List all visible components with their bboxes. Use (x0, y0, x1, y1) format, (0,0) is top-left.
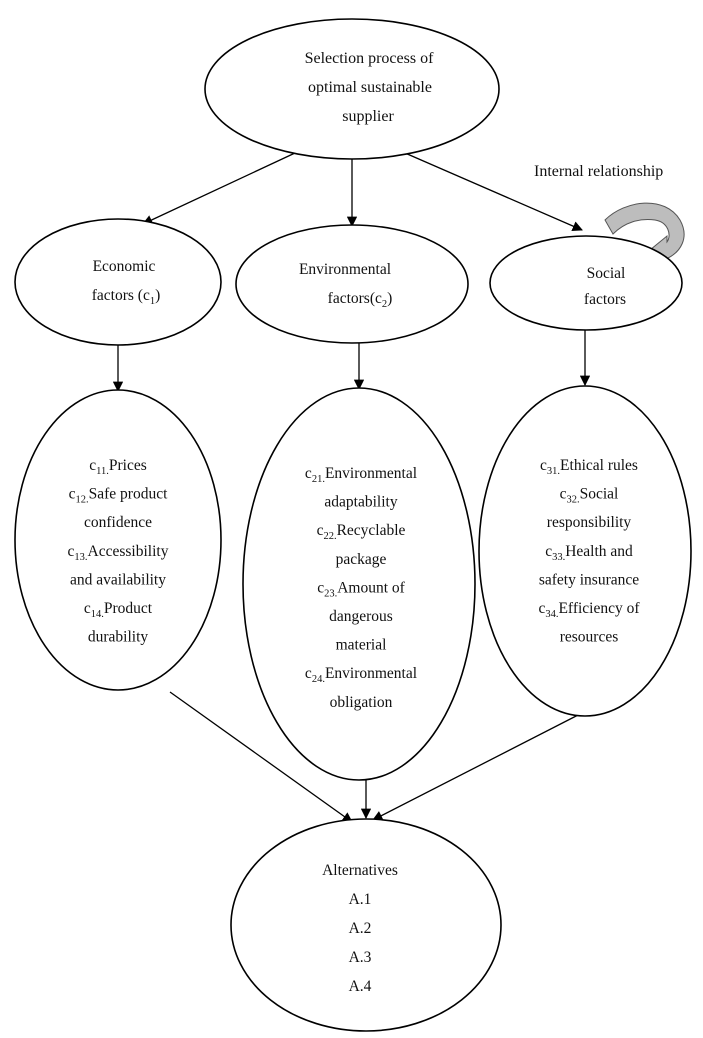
subcriterion-economic-line: durability (88, 629, 149, 646)
edge-root-social (404, 152, 583, 232)
goal-node: Selection process of optimal sustainable… (204, 18, 500, 160)
edge-social-alternatives (372, 712, 583, 821)
subcriterion-environmental-line: material (336, 637, 387, 654)
subcriterion-environmental-line: c24.Environmental (305, 665, 417, 685)
alternative-a1: A.1 (349, 891, 372, 908)
alternatives-node: Alternatives A.1 A.2 A.3 A.4 (230, 818, 502, 1032)
criterion-social-ellipse (489, 235, 683, 331)
subcriteria-economic-ellipse (14, 389, 222, 691)
subcriteria-social-ellipse (478, 385, 692, 717)
subcriterion-social-line: c33.Health and (545, 543, 633, 563)
alternative-a3: A.3 (349, 949, 372, 966)
internal-relationship-label: Internal relationship (534, 163, 663, 180)
subcriterion-environmental-line: package (336, 551, 387, 568)
edge-economic-alternatives (169, 691, 353, 823)
subcriterion-economic-line: c11.Prices (89, 457, 147, 477)
subcriterion-social-line: responsibility (547, 514, 632, 531)
subcriterion-environmental-line: c21.Environmental (305, 465, 417, 485)
criterion-environmental-name: Environmental (299, 261, 391, 278)
edges (112, 152, 591, 823)
goal-line-2: optimal sustainable (308, 79, 432, 96)
subcriterion-economic-line: c14.Product (84, 600, 153, 620)
subcriterion-social-line: c34.Efficiency of (538, 600, 640, 620)
criterion-social-factors: factors (584, 291, 626, 308)
subcriteria-text: c11.Prices c12.Safe product confidence c13.… (68, 457, 641, 711)
criterion-social-name: Social (587, 265, 626, 282)
subcriterion-environmental-line: obligation (330, 694, 393, 711)
subcriterion-environmental-line: c22.Recyclable (317, 522, 406, 542)
subcriterion-social-line: c31.Ethical rules (540, 457, 638, 477)
subcriterion-environmental-line: dangerous (329, 608, 393, 625)
criterion-economic-factors: factors (c1) (92, 287, 161, 307)
criterion-economic-ellipse (14, 218, 222, 346)
goal-ellipse (204, 18, 500, 160)
subcriterion-economic-line: and availability (70, 571, 166, 588)
subcriterion-social-line: resources (560, 629, 619, 646)
goal-line-1: Selection process of (305, 50, 435, 67)
criterion-economic-name: Economic (93, 258, 156, 275)
subcriterion-economic-line: confidence (84, 514, 152, 531)
subcriterion-environmental-line: adaptability (324, 494, 397, 511)
edge-root-economic (142, 152, 296, 225)
criterion-economic-node: Economic factors (c1) (14, 218, 222, 346)
subcriterion-economic-line: c12.Safe product (69, 486, 168, 506)
alternatives-title: Alternatives (322, 862, 398, 879)
subcriterion-social-line: safety insurance (539, 571, 639, 588)
subcriteria-environmental-ellipse (242, 387, 476, 781)
subcriterion-environmental-line: c23.Amount of (317, 579, 405, 599)
criterion-social-node: Social factors (489, 235, 683, 331)
subcriterion-economic-line: c13.Accessibility (68, 543, 169, 563)
criterion-environmental-ellipse (235, 224, 469, 344)
criterion-environmental-factors: factors(c2) (328, 290, 393, 310)
alternatives-ellipse (230, 818, 502, 1032)
subcriterion-social-line: c32.Social (560, 486, 619, 506)
criterion-environmental-node: Environmental factors(c2) (235, 224, 469, 344)
goal-line-3: supplier (342, 108, 394, 125)
alternative-a2: A.2 (349, 920, 372, 937)
alternative-a4: A.4 (349, 978, 372, 995)
